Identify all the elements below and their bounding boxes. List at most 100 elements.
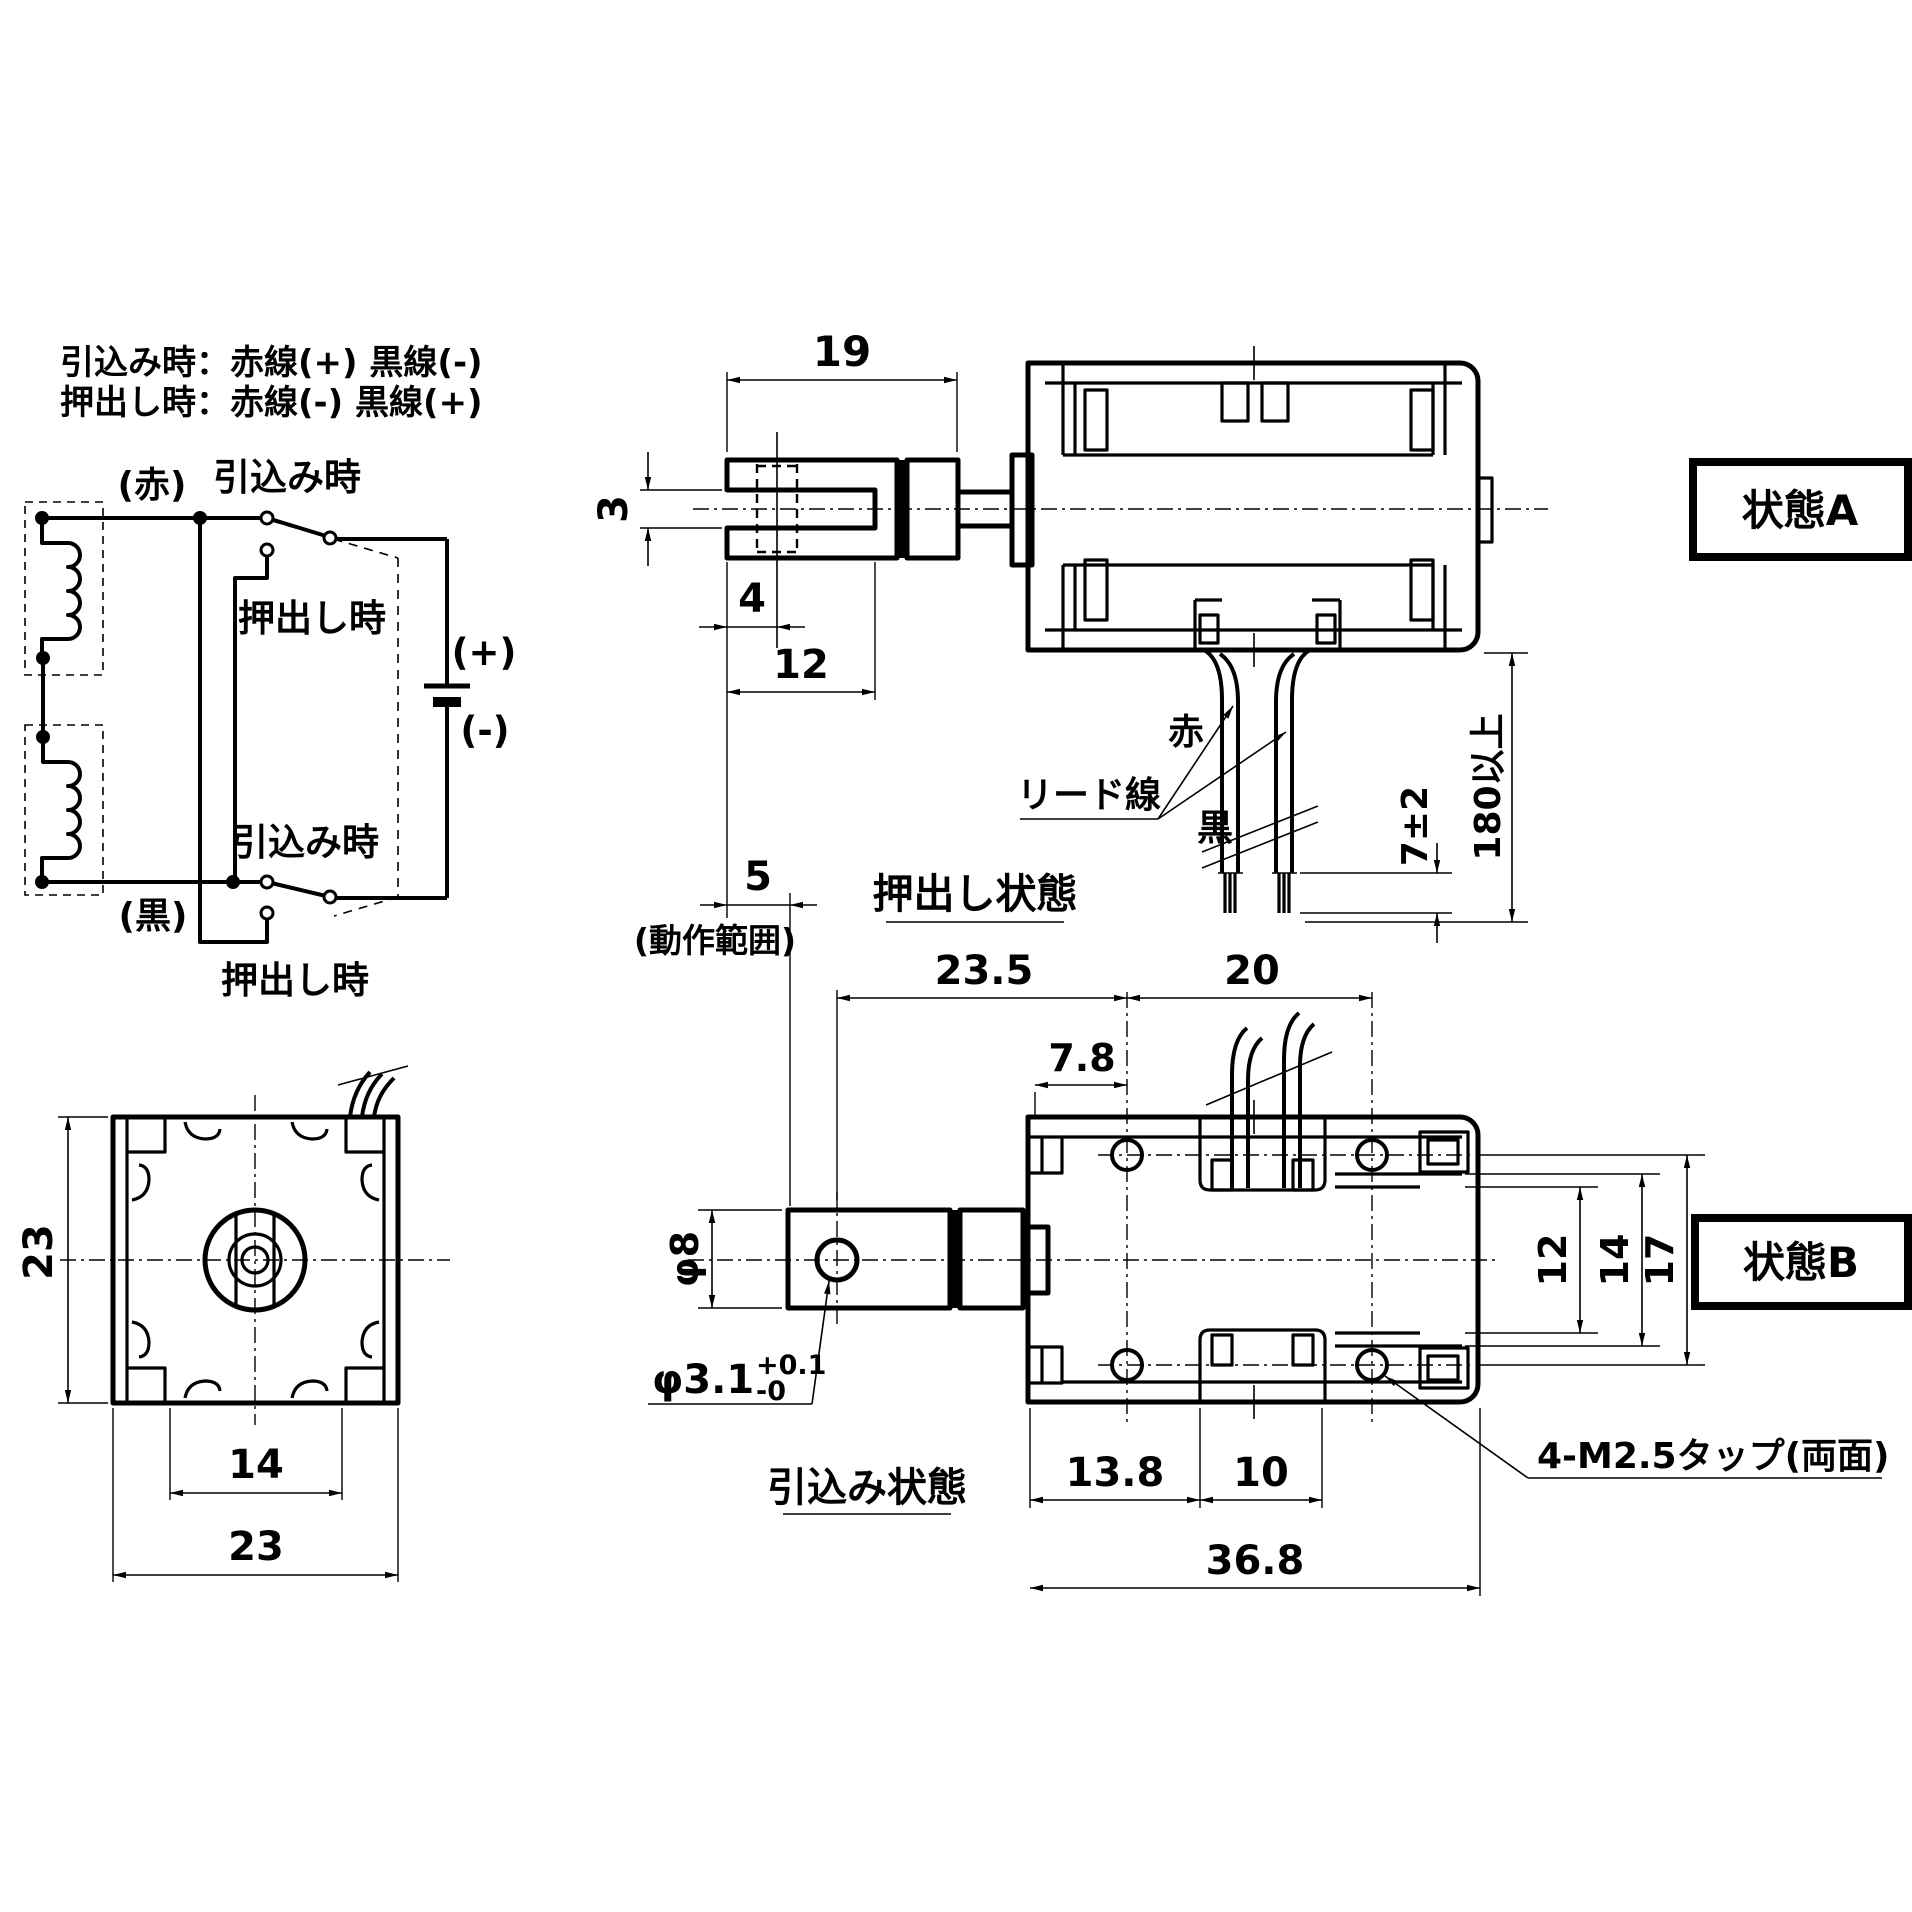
coil-box-2 bbox=[24, 724, 104, 896]
state-b-label: 状態B bbox=[1743, 1238, 1859, 1287]
wire-break-marks bbox=[1201, 805, 1319, 869]
wiring-notes: 引込み時：赤線(+) 黒線(-) 押出し時：赤線(-) 黒線(+) bbox=[60, 343, 483, 423]
coil-2 bbox=[40, 658, 82, 882]
battery-minus-label: (-) bbox=[460, 709, 509, 752]
ext-bottom bbox=[1029, 1408, 1481, 1596]
front-hub bbox=[1009, 452, 1035, 568]
dia31-leader bbox=[811, 1280, 831, 1405]
plunger-boss bbox=[904, 457, 961, 561]
end-centerlines bbox=[60, 1095, 450, 1425]
dim-23-side-text: 23 bbox=[16, 1224, 62, 1280]
junction-dot bbox=[35, 511, 49, 525]
top-band bbox=[1061, 363, 1447, 457]
end-wire-break bbox=[337, 1065, 409, 1086]
ext-strip bbox=[1300, 872, 1452, 914]
dim-10-text: 10 bbox=[1233, 1450, 1289, 1496]
bottom-band bbox=[1061, 563, 1447, 650]
lead-leader-black bbox=[1157, 731, 1287, 820]
wire-break-mark bbox=[1205, 1051, 1333, 1106]
left-notch bbox=[1026, 1135, 1064, 1175]
dim-7-8-text: 7.8 bbox=[1048, 1036, 1115, 1080]
contact-push-bottom bbox=[259, 905, 275, 921]
black-wire-label: (黒) bbox=[119, 896, 188, 937]
wire-recess-block bbox=[1210, 1158, 1234, 1192]
ext-19 bbox=[726, 372, 958, 452]
lead-leader-red bbox=[1157, 705, 1234, 820]
corner-block-inner bbox=[1426, 1354, 1460, 1382]
dim-12-text: 12 bbox=[1531, 1234, 1575, 1287]
lead-wire-red bbox=[1202, 648, 1240, 873]
tap-leader bbox=[1384, 1375, 1529, 1479]
contact-moving-top bbox=[322, 530, 338, 546]
red-label: 赤 bbox=[1168, 712, 1204, 753]
ext-17 bbox=[1478, 1154, 1705, 1366]
junction-dot bbox=[193, 511, 207, 525]
wire-recess-bottom bbox=[1198, 1328, 1327, 1402]
wire-recess-block bbox=[1198, 613, 1220, 645]
ext-12 bbox=[1465, 1186, 1598, 1334]
ext-180 bbox=[1305, 652, 1528, 923]
circuit-schematic: (赤) 引込み時 押出し時 引込み時 (黒) 押出し時 (+) (-) bbox=[24, 456, 517, 1002]
push-out-label-bottom: 押出し時 bbox=[221, 959, 369, 1002]
dim-3-text: 3 bbox=[591, 495, 637, 523]
clevis bbox=[785, 1207, 953, 1311]
side-tab bbox=[1476, 476, 1494, 544]
body-detail bbox=[1409, 388, 1435, 452]
dim-19-text: 19 bbox=[813, 327, 871, 376]
inner-wire-1 bbox=[198, 518, 269, 944]
pull-view-title: 引込み状態 bbox=[767, 1465, 967, 1511]
ext-23-bottom bbox=[112, 1408, 399, 1582]
dim-14-text: 14 bbox=[228, 1442, 284, 1488]
tap-note-text: 4-M2.5タップ(両面) bbox=[1537, 1436, 1890, 1477]
lead-wire-black bbox=[1274, 648, 1312, 873]
hook bbox=[360, 1320, 380, 1359]
push-out-view: 19 3 4 12 5 (動作範囲) リード線 赤 黒 7±2 bbox=[591, 327, 1548, 1206]
corner-block-inner bbox=[1426, 1138, 1460, 1166]
dim-23-5-text: 23.5 bbox=[935, 948, 1034, 994]
dim-5-note: (動作範囲) bbox=[634, 921, 796, 960]
ext-14 bbox=[169, 1408, 343, 1500]
junction-dot bbox=[35, 875, 49, 889]
corner-block bbox=[1418, 1130, 1470, 1174]
wire-recess bbox=[1193, 598, 1342, 650]
push-view-title: 押出し状態 bbox=[873, 870, 1078, 918]
dim-dia8-text: φ8 bbox=[663, 1231, 707, 1287]
lead-wire-label: リード線 bbox=[1017, 775, 1161, 816]
lead-wire-black bbox=[1282, 1011, 1316, 1188]
pin-hole-hidden bbox=[755, 464, 799, 554]
body-detail bbox=[1260, 381, 1290, 423]
clevis-divider bbox=[950, 1210, 960, 1308]
body-detail bbox=[1220, 381, 1250, 423]
dim-14-text: 14 bbox=[1593, 1234, 1637, 1287]
battery-plus-label: (+) bbox=[452, 631, 517, 674]
wire-recess-block bbox=[1210, 1333, 1234, 1367]
dim-180-text: 180以上 bbox=[1468, 713, 1509, 860]
wire-recess-block bbox=[1291, 1158, 1315, 1192]
left-notch bbox=[1026, 1345, 1064, 1385]
wire-recess-top bbox=[1198, 1117, 1327, 1192]
tap-hole bbox=[1110, 1138, 1144, 1172]
dia31-plus-text: +0.1 bbox=[756, 1350, 826, 1381]
black-label: 黒 bbox=[1197, 808, 1233, 849]
dim-36-8-text: 36.8 bbox=[1206, 1538, 1305, 1584]
ext-dia8 bbox=[698, 1209, 782, 1309]
wire-recess-block bbox=[1315, 613, 1337, 645]
corner-steps bbox=[127, 1117, 384, 1403]
switch-blade-bottom bbox=[266, 880, 327, 898]
hook bbox=[183, 1121, 222, 1141]
clevis-divider bbox=[897, 460, 907, 558]
end-view: 23 14 23 bbox=[16, 1065, 450, 1582]
dim-strip-text: 7±2 bbox=[1395, 786, 1436, 866]
hook bbox=[131, 1163, 151, 1202]
red-wire-label: (赤) bbox=[118, 465, 187, 506]
contact-pivot-top bbox=[259, 510, 275, 526]
state-b-box: 状態B bbox=[1691, 1214, 1912, 1310]
contact-push-top bbox=[259, 542, 275, 558]
dim-17-text: 17 bbox=[1638, 1234, 1682, 1287]
pull-in-label-top: 引込み時 bbox=[213, 456, 361, 499]
contact-pivot-bottom bbox=[259, 874, 275, 890]
dim-4-text: 4 bbox=[738, 576, 766, 622]
pull-in-label-bottom: 引込み時 bbox=[231, 821, 379, 864]
dia31-base-text: φ3.1 bbox=[652, 1357, 754, 1403]
